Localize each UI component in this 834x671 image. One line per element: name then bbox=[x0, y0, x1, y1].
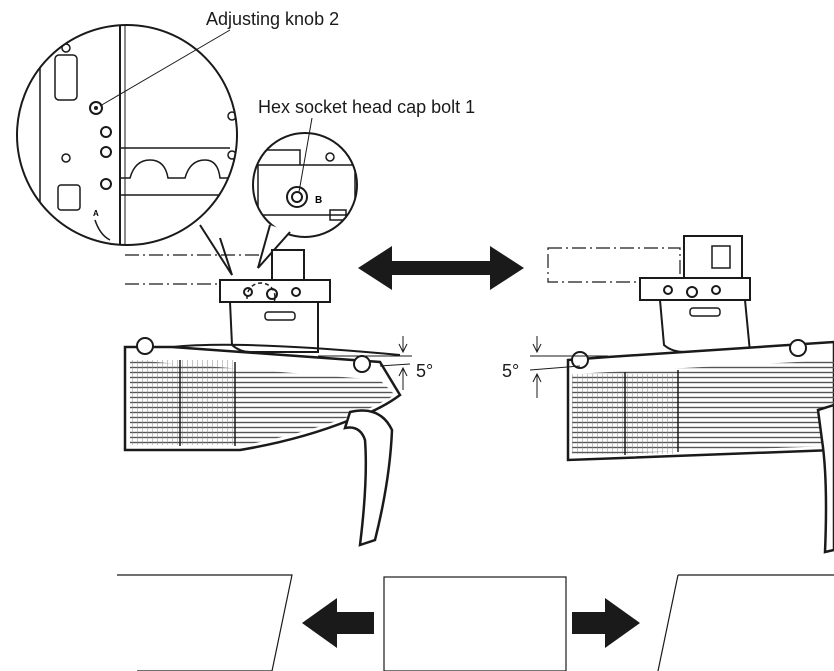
knob-detail-magnifier: A bbox=[16, 24, 238, 276]
screen-center bbox=[383, 576, 567, 671]
hex-bolt-label: Hex socket head cap bolt 1 bbox=[258, 97, 476, 117]
mark-b: B bbox=[315, 195, 322, 206]
projector-right bbox=[529, 235, 834, 554]
right-arrow-icon bbox=[572, 598, 640, 648]
projector-left bbox=[123, 249, 412, 547]
screen-keystone-left bbox=[117, 574, 293, 671]
left-arrow-icon bbox=[302, 598, 374, 648]
mark-a: A bbox=[93, 209, 99, 218]
adjusting-knob-label: Adjusting knob 2 bbox=[206, 9, 340, 29]
bolt-leader-line bbox=[298, 117, 313, 193]
angle-left-label: 5° bbox=[416, 361, 434, 381]
angle-right-label: 5° bbox=[502, 361, 520, 381]
screen-shapes bbox=[117, 574, 834, 671]
screen-keystone-right bbox=[657, 574, 834, 671]
bolt-detail-magnifier: B bbox=[252, 132, 358, 269]
double-arrow-icon bbox=[358, 246, 524, 290]
knob-leader-line bbox=[99, 29, 231, 107]
